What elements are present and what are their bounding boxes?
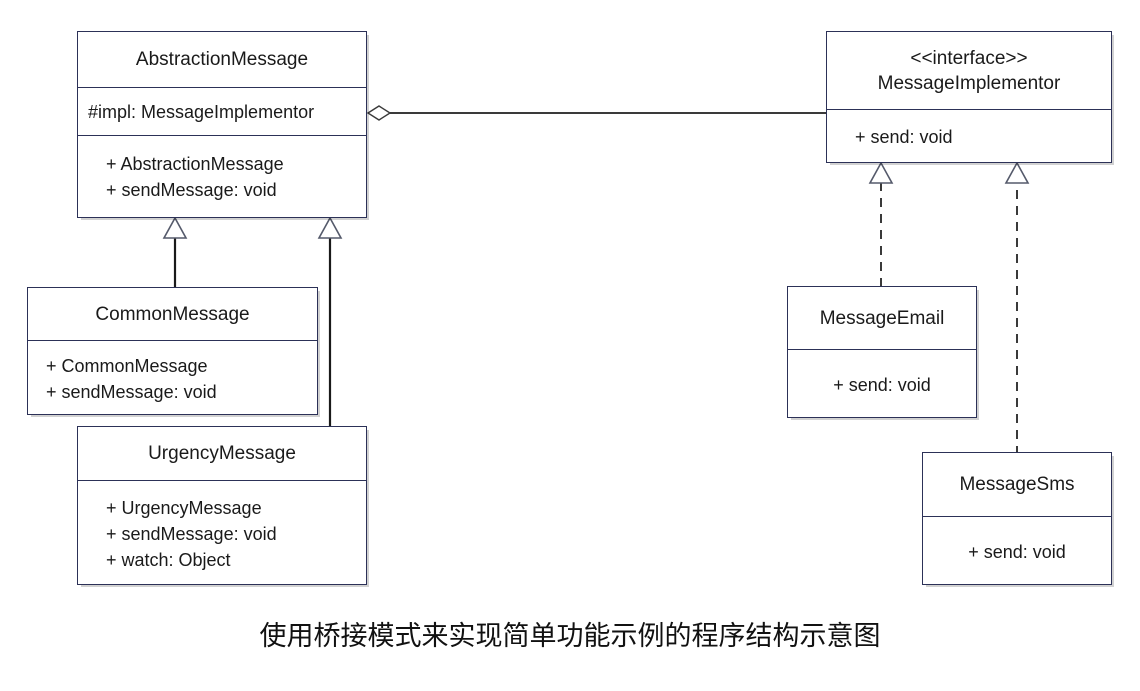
class-name-label: UrgencyMessage [148,443,296,464]
relation-generalization-common-abstraction [160,214,200,294]
class-name-label: MessageImplementor [877,72,1061,94]
class-box-urgency-message[interactable]: UrgencyMessage + UrgencyMessage + sendMe… [77,426,367,585]
class-name-compartment: AbstractionMessage [78,32,366,87]
class-name-label: CommonMessage [95,303,250,325]
class-name-compartment: MessageEmail [788,287,976,349]
operation-line: + AbstractionMessage [106,153,284,174]
operation-line: + send: void [855,127,953,147]
operation-line: + send: void [968,541,1066,562]
class-name-label: AbstractionMessage [135,49,309,70]
class-operations-compartment: + UrgencyMessage + sendMessage: void + w… [78,480,366,586]
class-name-compartment: <<interface>> MessageImplementor [827,32,1111,109]
relation-aggregation-abstraction-implementor [360,98,830,130]
class-name-label: MessageSms [959,474,1075,495]
attribute-line: #impl: MessageImplementor [88,101,315,122]
class-box-abstraction-message[interactable]: AbstractionMessage #impl: MessageImpleme… [77,31,367,218]
operation-line: + CommonMessage [46,355,208,376]
operation-line: + sendMessage: void [106,179,277,200]
relation-realization-email-implementor [866,159,906,291]
relation-realization-sms-implementor [1002,159,1042,459]
class-box-message-email[interactable]: MessageEmail + send: void [787,286,977,418]
class-operations-compartment: + CommonMessage + sendMessage: void [28,340,317,416]
class-stereotype-label: <<interface>> [910,47,1028,69]
class-name-compartment: MessageSms [923,453,1111,516]
class-box-common-message[interactable]: CommonMessage + CommonMessage + sendMess… [27,287,318,415]
class-name-compartment: CommonMessage [28,288,317,340]
class-box-message-implementor[interactable]: <<interface>> MessageImplementor + send:… [826,31,1112,163]
operation-line: + UrgencyMessage [106,497,262,518]
class-name-compartment: UrgencyMessage [78,427,366,480]
operation-line: + send: void [833,374,931,395]
class-operations-compartment: + send: void [827,109,1111,164]
diagram-caption: 使用桥接模式来实现简单功能示例的程序结构示意图 [259,621,881,652]
class-attributes-compartment: #impl: MessageImplementor [78,87,366,135]
operation-line: + watch: Object [106,549,231,570]
class-operations-compartment: + send: void [788,349,976,419]
class-name-label: MessageEmail [819,307,945,329]
operation-line: + sendMessage: void [46,381,217,402]
class-box-message-sms[interactable]: MessageSms + send: void [922,452,1112,585]
operation-line: + sendMessage: void [106,523,277,544]
class-operations-compartment: + send: void [923,516,1111,586]
class-operations-compartment: + AbstractionMessage + sendMessage: void [78,135,366,217]
relation-generalization-urgency-abstraction [315,214,355,434]
